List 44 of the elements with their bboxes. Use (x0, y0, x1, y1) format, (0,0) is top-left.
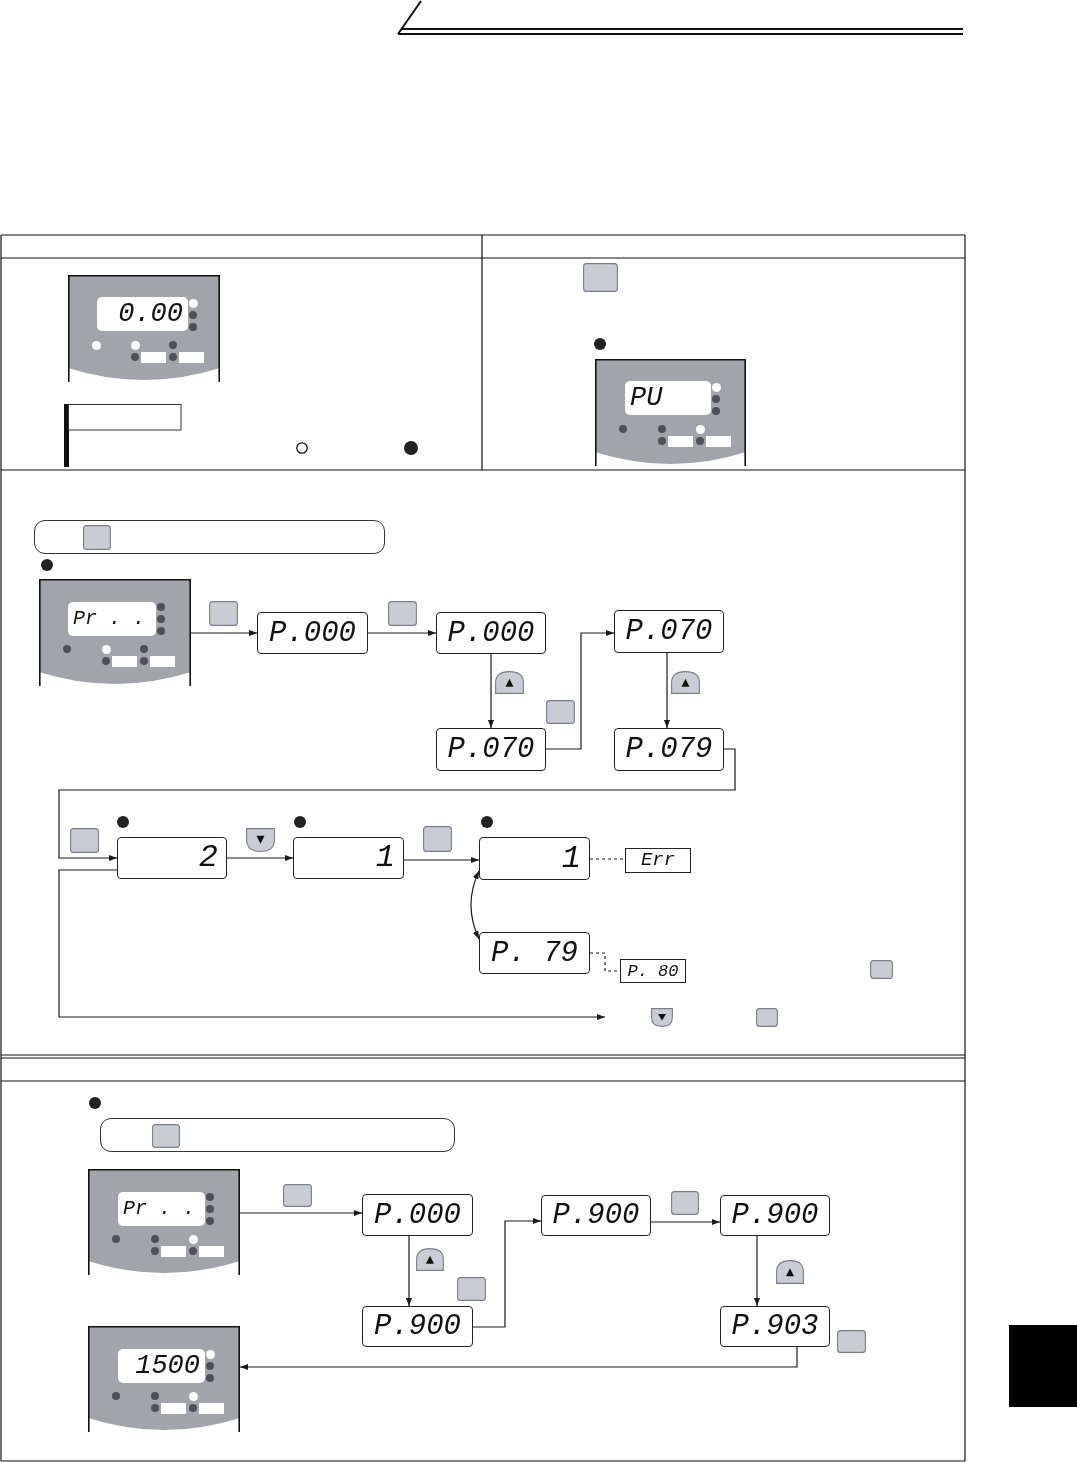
arrow (472, 1217, 542, 1328)
arrow (58, 748, 736, 862)
lcd-display: 2 (117, 837, 227, 879)
arrow (190, 629, 258, 637)
arrow (663, 652, 671, 729)
arrow (487, 653, 495, 729)
operation-panel (595, 359, 746, 466)
lcd-display: P.900 (541, 1195, 651, 1236)
operation-panel (88, 1169, 240, 1275)
arrow (405, 1235, 413, 1307)
lcd-display: P.079 (614, 728, 724, 771)
small-lcd-display: P. 80 (620, 959, 686, 983)
lcd-display: 1 (293, 837, 404, 879)
arrow (753, 1235, 761, 1307)
lcd-display: P. 79 (479, 932, 590, 974)
lcd-display: P.070 (614, 610, 724, 653)
operation-panel (68, 275, 220, 382)
display-readout: Pr . . (118, 1192, 205, 1226)
arrow (239, 1346, 798, 1371)
arrow (239, 1209, 363, 1217)
arrow (403, 856, 480, 864)
operation-panel (39, 579, 191, 686)
display-readout: 0.00 (97, 297, 188, 331)
lcd-display: P.900 (362, 1306, 473, 1347)
lcd-display: P.903 (720, 1306, 830, 1347)
lcd-display: P.070 (436, 728, 546, 771)
arrow (650, 1218, 721, 1226)
dotted-line (589, 858, 626, 860)
arrow (226, 854, 294, 862)
arrow (367, 629, 437, 637)
lcd-display: P.000 (257, 612, 368, 654)
double-headed-arrow (470, 870, 480, 940)
lcd-display: P.000 (362, 1194, 473, 1236)
operation-panel (88, 1326, 240, 1432)
arrow (58, 869, 606, 1021)
display-readout: PU (625, 381, 711, 415)
lcd-display: 1 (479, 837, 590, 880)
arrow (545, 629, 615, 750)
display-readout: 1500 (118, 1349, 205, 1383)
lcd-display: P.900 (720, 1195, 830, 1236)
section-tab (1009, 1325, 1077, 1407)
display-readout: Pr . . (68, 602, 156, 636)
small-lcd-display: Err (625, 848, 691, 873)
lcd-display: P.000 (436, 612, 546, 654)
